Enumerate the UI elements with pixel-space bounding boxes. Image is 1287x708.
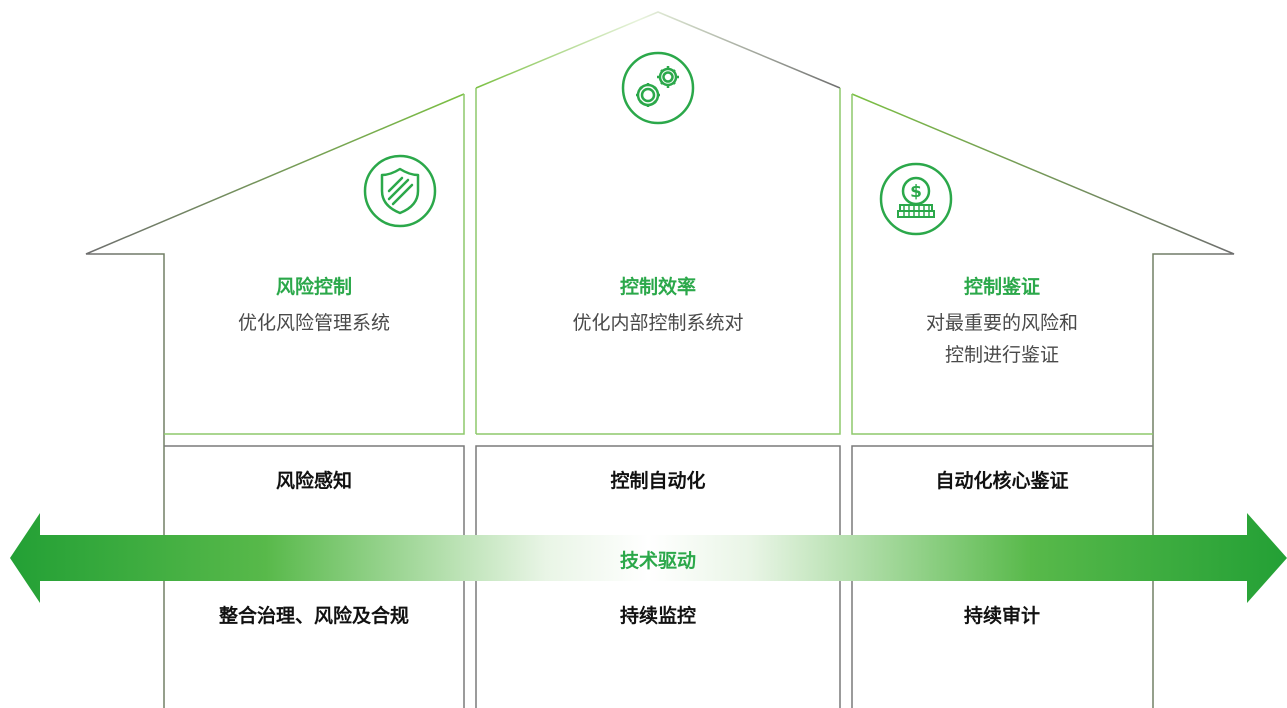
pillar-subtitle-control-efficiency: 优化内部控制系统对: [572, 312, 744, 334]
coin-icon: $: [878, 161, 954, 241]
pillar-title-risk-control: 风险控制: [275, 276, 352, 298]
shield-icon: [362, 153, 438, 233]
roof-peak-line: [475, 11, 841, 89]
pillar-title-control-assurance: 控制鉴证: [963, 276, 1040, 298]
room1-lower-outline: [164, 445, 465, 708]
svg-text:$: $: [910, 182, 922, 202]
room1-upper-outline: [164, 94, 465, 435]
row2-cell-2: 持续监控: [619, 605, 696, 627]
room3-lower-outline: [851, 445, 1153, 708]
pillar-title-control-efficiency: 控制效率: [619, 276, 696, 298]
pillar-subtitle-control-assurance-line1: 对最重要的风险和: [925, 312, 1078, 334]
pillar-subtitle-risk-control: 优化风险管理系统: [237, 312, 390, 334]
row1-cell-2: 控制自动化: [610, 470, 706, 492]
row1-cell-3: 自动化核心鉴证: [935, 470, 1069, 492]
arrow-label: 技术驱动: [619, 550, 696, 572]
gears-icon: [620, 50, 696, 130]
right-wall-line: [851, 93, 1235, 708]
pillar-subtitle-control-assurance-line2: 控制进行鉴证: [944, 344, 1059, 366]
room3-upper-outline: [851, 94, 1153, 435]
left-wall-line: [85, 93, 465, 708]
row2-cell-1: 整合治理、风险及合规: [218, 605, 409, 627]
row2-cell-3: 持续审计: [963, 605, 1040, 627]
row1-cell-1: 风险感知: [275, 470, 352, 492]
tech-drive-arrow: [10, 513, 1287, 603]
room2-upper-outline: [475, 88, 841, 435]
